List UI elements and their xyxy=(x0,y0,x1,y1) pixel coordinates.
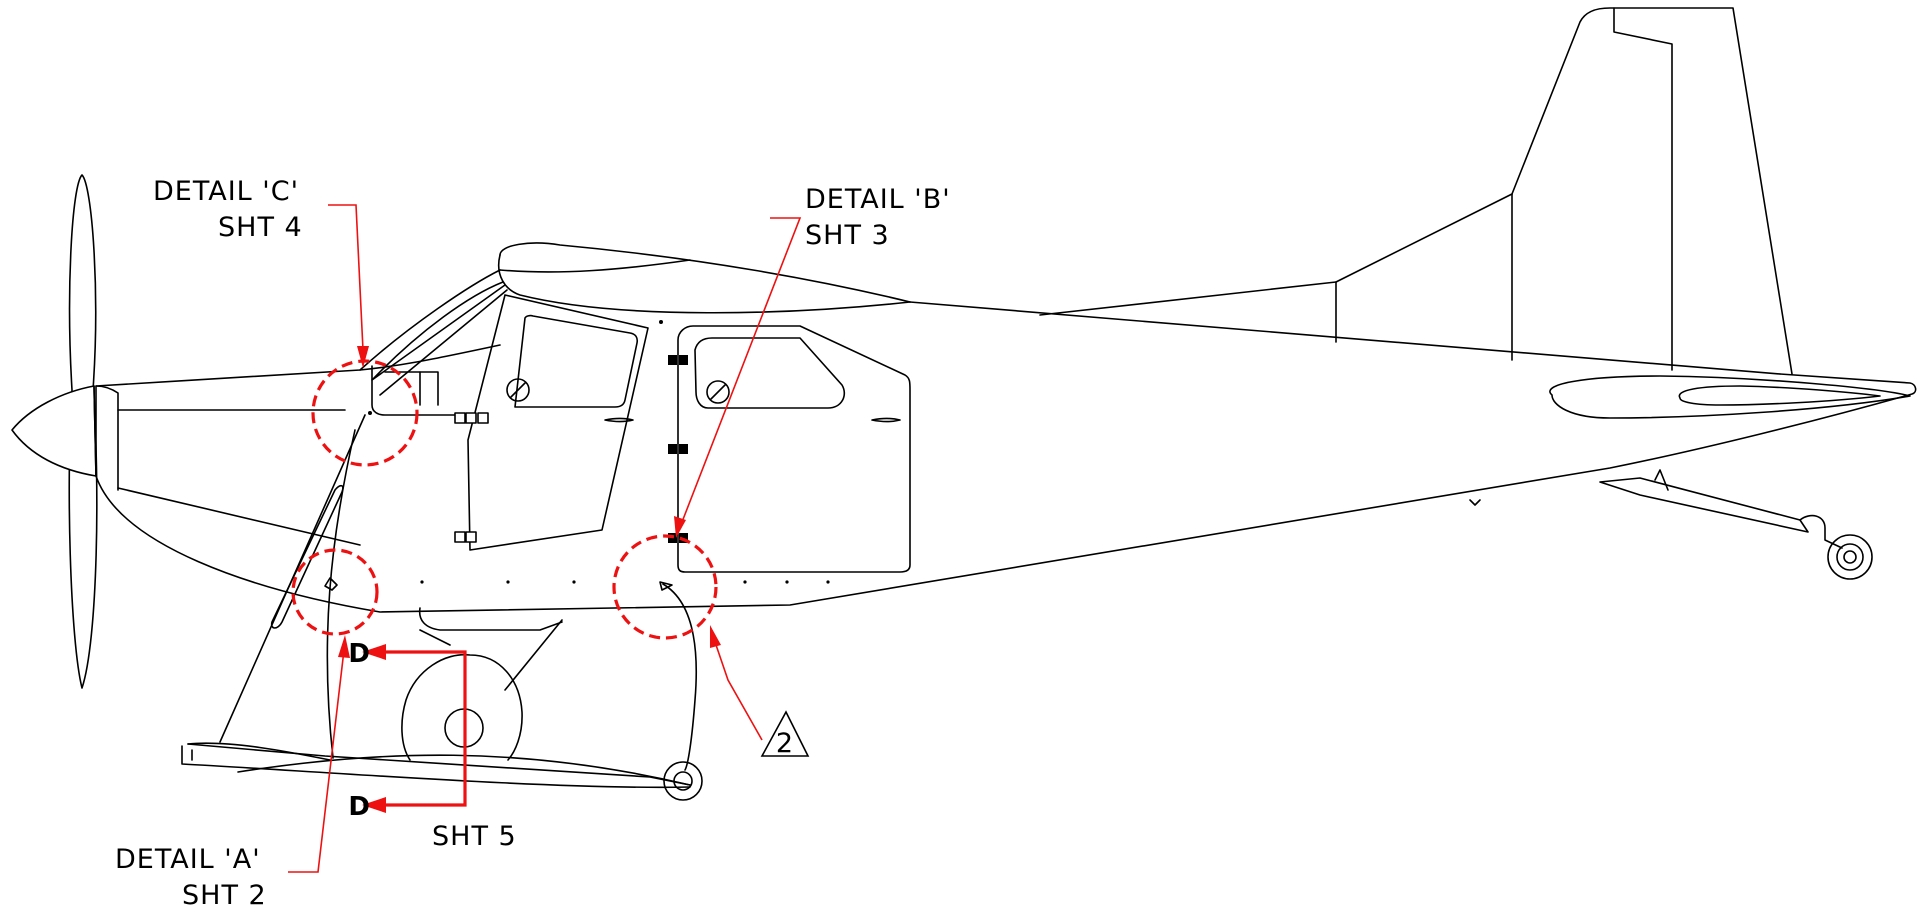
front-door xyxy=(467,294,649,551)
fuselage-outline xyxy=(95,344,1917,613)
float-struts xyxy=(219,414,703,801)
rear-door xyxy=(659,320,911,573)
aircraft-outline xyxy=(11,7,1917,801)
note-number: 2 xyxy=(776,728,794,759)
main-gear xyxy=(401,607,563,761)
detail-b-title: DETAIL 'B' xyxy=(805,184,951,215)
detail-c-title: DETAIL 'C' xyxy=(153,176,299,207)
windshield-frame xyxy=(359,269,508,396)
door-hinges xyxy=(454,355,688,543)
note-triangle xyxy=(760,710,810,757)
wing-root xyxy=(498,242,911,314)
detail-c-circle xyxy=(311,359,419,467)
vertical-tail xyxy=(1335,7,1793,375)
tail-wheel-assembly xyxy=(1469,469,1873,580)
section-letter-top: D xyxy=(348,639,370,669)
section-cut-line xyxy=(362,644,467,813)
rivet-row xyxy=(368,411,830,584)
float xyxy=(181,742,691,789)
detail-b-circle xyxy=(612,534,718,640)
detail-a-title: DETAIL 'A' xyxy=(115,844,261,875)
detail-a-circle xyxy=(291,548,379,636)
detail-c-sheet: SHT 4 xyxy=(218,212,303,243)
horizontal-stabilizer xyxy=(1549,375,1911,419)
section-sheet: SHT 5 xyxy=(432,821,517,852)
propeller xyxy=(11,174,98,689)
detail-a-sheet: SHT 2 xyxy=(182,880,267,908)
section-letter-bottom: D xyxy=(348,792,370,822)
leader-lines xyxy=(288,204,802,873)
detail-circles xyxy=(291,359,718,640)
detail-b-sheet: SHT 3 xyxy=(805,220,890,251)
